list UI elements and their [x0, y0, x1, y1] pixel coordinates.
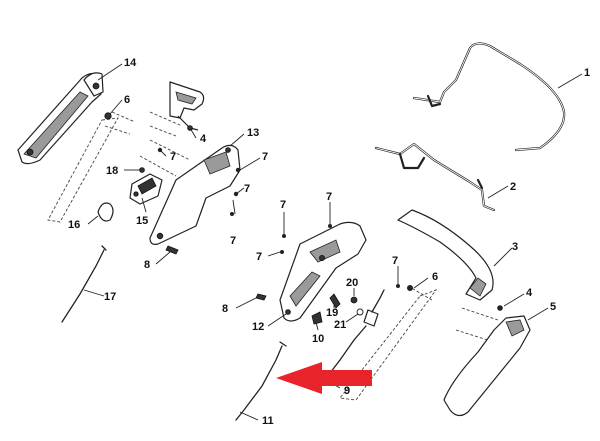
- part-16-knob: [97, 202, 114, 222]
- part-9-cable-fitting: [363, 289, 385, 327]
- callout-19: 19: [326, 307, 338, 319]
- part-17-cable: [61, 245, 107, 323]
- bolt-7-right-b: [328, 224, 332, 228]
- ghost-handle-tube-left: [47, 117, 119, 223]
- callout-15: 15: [136, 215, 148, 227]
- bolt-8-right: [255, 293, 267, 301]
- bolt-8-left: [165, 245, 179, 255]
- callout-7-d: 7: [230, 235, 236, 247]
- part-1-upper-handle-bar: [412, 42, 566, 152]
- bolt-7-left-d: [230, 212, 234, 216]
- callout-7-b: 7: [262, 151, 268, 163]
- callout-4-upper: 4: [200, 133, 207, 145]
- callout-7-h: 7: [392, 255, 398, 267]
- callout-14: 14: [124, 57, 137, 69]
- part-15-switch-housing: [129, 173, 163, 205]
- callout-21: 21: [334, 319, 346, 331]
- part-20-nut: [350, 296, 358, 304]
- part-21-washer: [356, 308, 364, 316]
- bolt-7-left-c: [232, 191, 239, 215]
- callout-16: 16: [68, 219, 80, 231]
- part-10-clip: [311, 311, 323, 325]
- callout-8-left: 8: [144, 259, 150, 271]
- callout-7-g: 7: [256, 251, 262, 263]
- callout-17: 17: [104, 291, 116, 303]
- callout-1: 1: [584, 67, 590, 79]
- callout-12: 12: [252, 321, 264, 333]
- callout-5: 5: [550, 301, 556, 313]
- callout-7-c: 7: [244, 183, 250, 195]
- callout-2: 2: [510, 181, 516, 193]
- bolt-7-right-c: [280, 250, 284, 254]
- callout-18: 18: [106, 165, 118, 177]
- bolt-7-left-b: [235, 167, 241, 173]
- part-3-upper-handle-tube: [397, 209, 494, 301]
- ghost-handle-tube-right: [339, 289, 438, 401]
- callout-13: 13: [247, 127, 259, 139]
- callout-7-e: 7: [280, 199, 286, 211]
- callout-9: 9: [344, 385, 350, 397]
- part-5-lower-right-handle: [443, 315, 531, 417]
- part-12-lower-handle-right: [279, 221, 367, 322]
- part-18-small-bolt: [139, 167, 145, 173]
- bolt-7-right-a: [282, 234, 286, 238]
- callout-6-lower: 6: [432, 271, 438, 283]
- part-4-cable-guide-upper: [149, 81, 205, 137]
- callout-7-f: 7: [326, 191, 332, 203]
- callout-10: 10: [312, 333, 324, 345]
- part-6-bolt-upper-left: [104, 112, 112, 120]
- callout-labels: 14 6 4 13 7 7 18 7 15 16 7 8 17 1 2 7 7 …: [68, 57, 590, 427]
- part-14-left-lower-handle: [17, 72, 104, 165]
- callout-20: 20: [346, 277, 358, 289]
- part-13-lower-handle-bracket: [139, 139, 241, 245]
- callout-6-upper: 6: [124, 94, 130, 106]
- red-pointer-arrow: [276, 362, 372, 394]
- part-19-screw: [329, 293, 341, 309]
- part-6-bolt-lower: [407, 285, 413, 291]
- part-4-bolt-lower: [497, 305, 503, 311]
- ghost-tube-right-b: [407, 285, 499, 343]
- callout-4-lower: 4: [526, 287, 533, 299]
- callout-3: 3: [512, 241, 518, 253]
- callout-11: 11: [262, 415, 274, 427]
- callout-8-right: 8: [222, 303, 228, 315]
- ghost-tube-upper-left: [104, 111, 136, 135]
- part-2-bail-bar: [374, 142, 496, 212]
- callout-7-a: 7: [170, 151, 176, 163]
- bolt-7-right-d: [396, 284, 400, 288]
